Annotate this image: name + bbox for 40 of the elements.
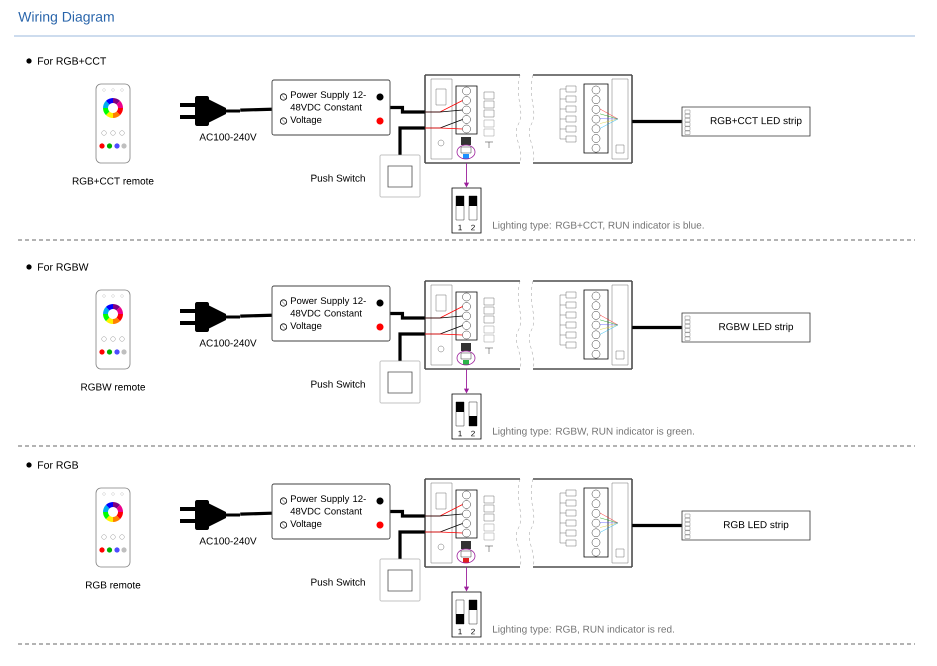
voltage-label: AC100-240V [199, 339, 257, 347]
section-heading: For RGB [38, 461, 78, 469]
remote-caption: RGB remote [86, 581, 140, 589]
dip-switch-drawing: 1 2 [452, 188, 482, 234]
cable [390, 510, 425, 518]
cable [240, 512, 272, 516]
controller-drawing [424, 280, 633, 370]
controller-drawing [424, 74, 633, 164]
power-supply-box: Power Supply 12-48VDC Constant Voltage [272, 80, 390, 136]
cable [240, 108, 272, 112]
cable [398, 530, 425, 559]
switch-label: Push Switch [311, 174, 365, 182]
dip-switch-drawing: 1 2 [452, 592, 482, 638]
switch-label: Push Switch [311, 578, 365, 586]
remote-caption: RGBW remote [81, 383, 146, 391]
dip-switch-drawing: 1 2 [452, 394, 482, 440]
section-heading: For RGBW [38, 263, 88, 271]
note: Lighting type: RGB, RUN indicator is red. [493, 625, 674, 635]
power-supply-box: Power Supply 12-48VDC Constant Voltage [272, 286, 390, 342]
cable [390, 106, 425, 114]
led-strip-box: RGB+CCT LED strip [682, 106, 810, 136]
controller-drawing [424, 478, 633, 568]
cable [398, 332, 425, 361]
remote-caption: RGB+CCT remote [72, 177, 154, 185]
cable [632, 326, 682, 330]
title: Wiring Diagram [18, 11, 114, 25]
voltage-label: AC100-240V [199, 133, 257, 141]
led-strip-box: RGB LED strip [682, 510, 810, 540]
cable [398, 126, 425, 155]
cable [240, 314, 272, 318]
note: Lighting type: RGBW, RUN indicator is green. [493, 427, 694, 437]
cable [632, 524, 682, 528]
power-supply-box: Power Supply 12-48VDC Constant Voltage [272, 484, 390, 540]
note: Lighting type: RGB+CCT, RUN indicator is blue. [493, 221, 704, 231]
voltage-label: AC100-240V [199, 537, 257, 545]
switch-label: Push Switch [311, 380, 365, 388]
cable [390, 312, 425, 320]
section-heading: For RGB+CCT [38, 57, 106, 65]
cable [632, 120, 682, 124]
led-strip-box: RGBW LED strip [682, 312, 810, 342]
